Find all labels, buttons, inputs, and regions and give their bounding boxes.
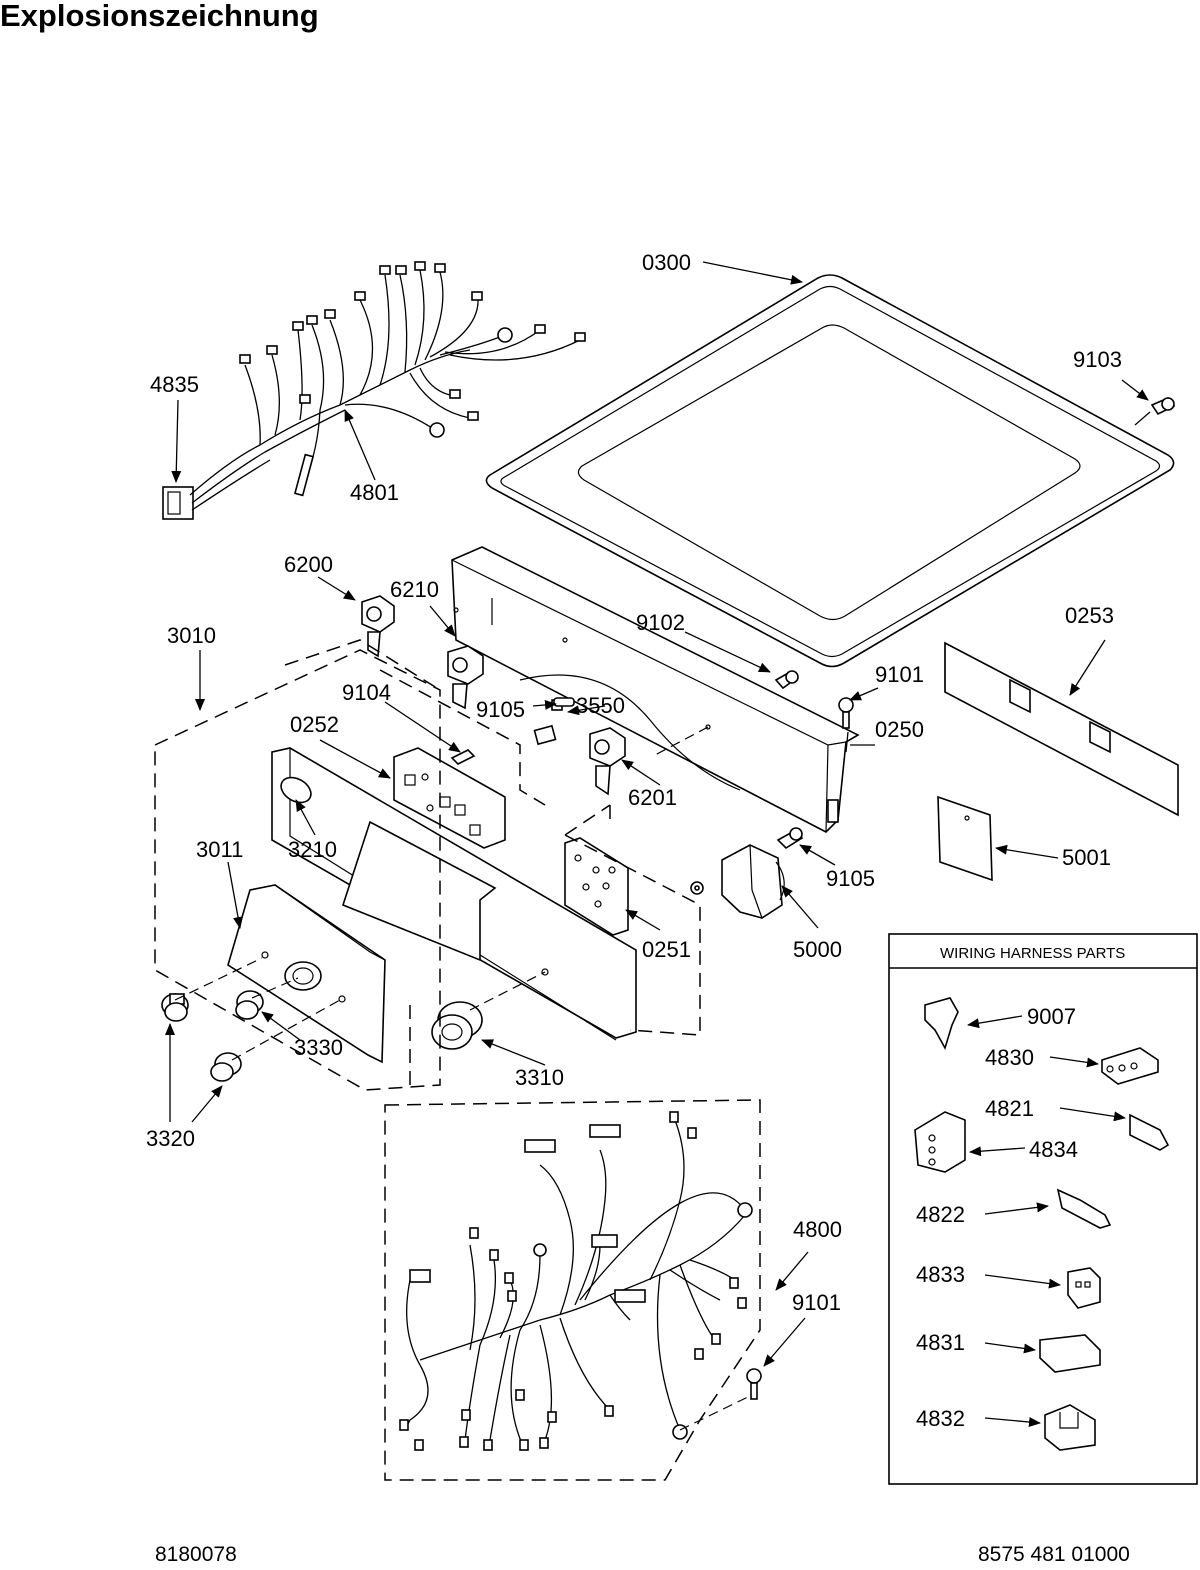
selector-switch-6200-part	[361, 595, 395, 658]
label-9102: 9102	[636, 610, 685, 635]
wiring-harness-parts-title: WIRING HARNESS PARTS	[940, 945, 1125, 962]
screw-9102-part	[774, 670, 799, 690]
lid-switch-5000-part	[690, 844, 785, 919]
selector-switch-6201-part	[589, 727, 626, 796]
label-9007: 9007	[1027, 1004, 1076, 1029]
selector-switch-6210-part	[447, 645, 484, 710]
label-3330: 3330	[294, 1035, 343, 1060]
label-0253: 0253	[1065, 603, 1114, 628]
console-panel-3210-part	[271, 747, 637, 1041]
screw-9101-upper-part	[838, 697, 854, 729]
label-9101-lower: 9101	[792, 1290, 841, 1315]
label-3210: 3210	[288, 837, 337, 862]
label-4830: 4830	[985, 1045, 1034, 1070]
wiring-harness-lower-part	[399, 1111, 753, 1451]
assembly-outline-4800	[384, 1099, 761, 1481]
label-5000: 5000	[793, 937, 842, 962]
label-3550: 3550	[576, 693, 625, 718]
label-6210: 6210	[390, 577, 439, 602]
label-9104: 9104	[342, 680, 391, 705]
overlay-0251-part	[564, 837, 629, 936]
console-back-panel-part	[451, 546, 860, 833]
label-4831: 4831	[916, 1330, 965, 1355]
end-cap-3011-part	[227, 884, 386, 1064]
assembly-outline-3010	[154, 639, 441, 1091]
label-9103: 9103	[1073, 347, 1122, 372]
screw-9105-part	[553, 697, 575, 707]
label-4800: 4800	[793, 1217, 842, 1242]
button-3320-upper-part	[161, 993, 189, 1022]
label-4832: 4832	[916, 1406, 965, 1431]
wiring-harness-parts-box	[888, 933, 1198, 1485]
label-9105-upper: 9105	[476, 697, 525, 722]
shield-0253-part	[944, 641, 1179, 817]
label-3320: 3320	[146, 1126, 195, 1151]
wiring-harness-upper-part	[162, 261, 586, 520]
label-4801: 4801	[350, 480, 399, 505]
label-3010: 3010	[167, 623, 216, 648]
label-0252: 0252	[290, 712, 339, 737]
label-3011: 3011	[196, 837, 243, 862]
label-5001: 5001	[1062, 845, 1111, 870]
screw-9101-lower-part	[746, 1368, 762, 1400]
footer-document-number: 8180078	[155, 1543, 237, 1566]
label-0300: 0300	[642, 250, 691, 275]
screw-9105-lower-part	[776, 827, 804, 850]
label-4833: 4833	[916, 1262, 965, 1287]
screw-9104-part	[450, 749, 476, 765]
screw-9103-part	[1150, 397, 1176, 416]
knob-3310-part	[431, 1001, 483, 1050]
label-6201: 6201	[628, 785, 677, 810]
label-9105-lower: 9105	[826, 866, 875, 891]
label-4835: 4835	[150, 372, 199, 397]
label-6200: 6200	[284, 552, 333, 577]
label-4822: 4822	[916, 1202, 965, 1227]
label-9101-upper: 9101	[875, 662, 924, 687]
control-board-0252-part	[393, 747, 506, 849]
label-4834: 4834	[1029, 1137, 1078, 1162]
page-title: Explosionszeichnung	[0, 0, 319, 33]
top-cover-part	[485, 274, 1175, 668]
assembly-outline-panel	[379, 669, 701, 1085]
button-3320-lower-part	[210, 1052, 242, 1082]
label-3310: 3310	[515, 1065, 564, 1090]
label-0250: 0250	[875, 717, 924, 742]
label-0251: 0251	[642, 937, 691, 962]
label-4821: 4821	[985, 1096, 1034, 1121]
leader-lines	[165, 261, 1151, 1431]
footer-part-number: 8575 481 01000	[978, 1543, 1130, 1566]
label-5001-part	[937, 795, 993, 882]
